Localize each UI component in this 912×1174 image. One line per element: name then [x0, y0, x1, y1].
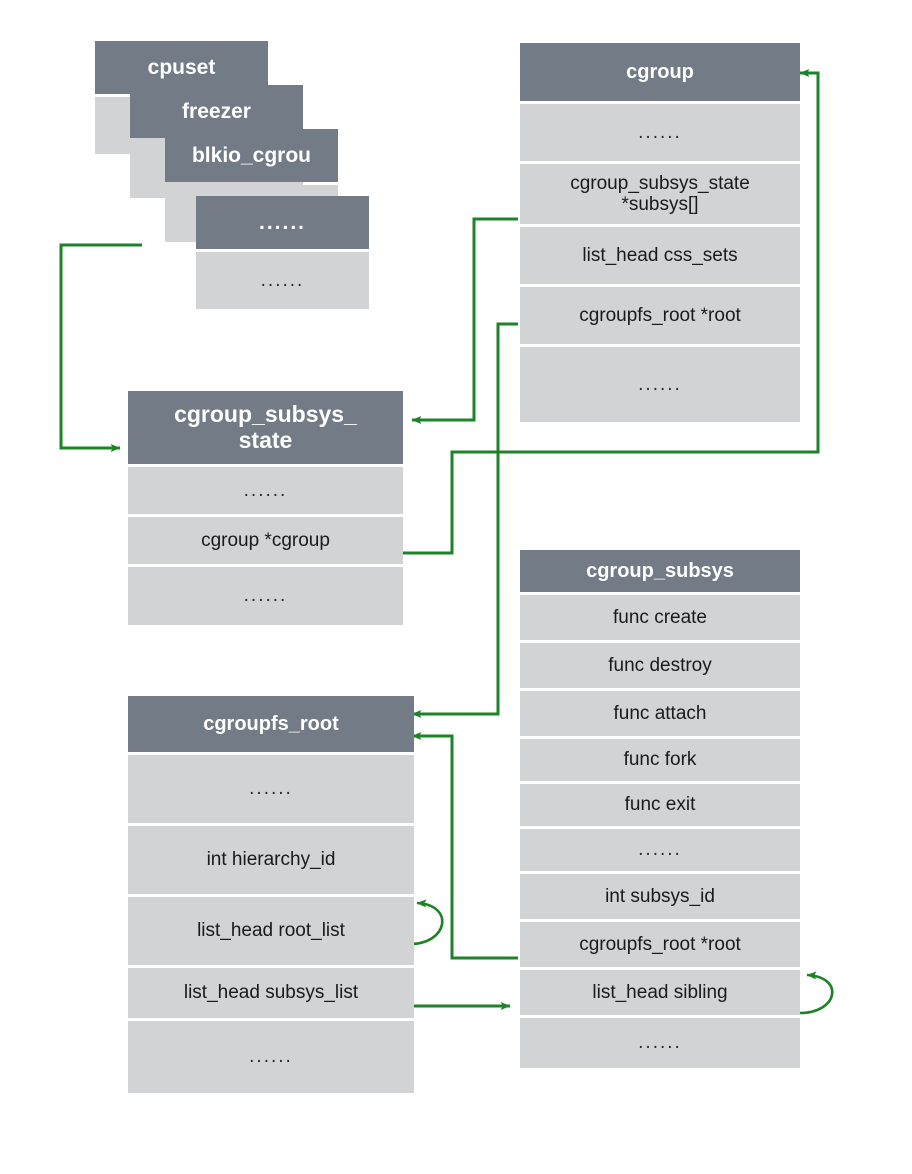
struct-cgroup-field-4: ...... — [520, 347, 800, 422]
subsystem-card-title: blkio_cgrou — [165, 129, 338, 182]
struct-css-field-cgroup: cgroup *cgroup — [128, 517, 403, 564]
struct-cgroup-subsys-field-destroy: func destroy — [520, 643, 800, 688]
struct-cgroupfs-root-field-hierarchy-id: int hierarchy_id — [128, 826, 414, 894]
struct-cgroup-subsys-field-create: func create — [520, 595, 800, 640]
struct-cgroup-subsys-field-fork: func fork — [520, 739, 800, 781]
struct-cgroup-subsys-field-root: cgroupfs_root *root — [520, 922, 800, 967]
struct-css-field-2: ...... — [128, 567, 403, 625]
struct-cgroup-subsys-field-9: ...... — [520, 1018, 800, 1068]
struct-cgroup-field-root: cgroupfs_root *root — [520, 287, 800, 344]
struct-cgroup-field-0: ...... — [520, 104, 800, 161]
struct-cgroup-subsys[interactable]: cgroup_subsys func create func destroy f… — [520, 550, 800, 1071]
struct-cgroup-subsys-state[interactable]: cgroup_subsys_ state ...... cgroup *cgro… — [128, 391, 403, 628]
struct-cgroupfs-root-field-0: ...... — [128, 755, 414, 823]
subsystem-card-body: ...... — [196, 252, 369, 309]
struct-cgroup-subsys-field-subsys-id: int subsys_id — [520, 874, 800, 919]
struct-cgroupfs-root-field-root-list: list_head root_list — [128, 897, 414, 965]
struct-cgroup-subsys-field-attach: func attach — [520, 691, 800, 736]
subsystem-card-title: ...... — [196, 196, 369, 249]
struct-cgroup-field-css-sets: list_head css_sets — [520, 227, 800, 284]
struct-cgroup-subsys-field-sibling: list_head sibling — [520, 970, 800, 1015]
wire-sibling-self-loop — [799, 971, 834, 1015]
wire-subsys-root-to-cgroupfs-root — [411, 732, 518, 960]
subsystem-card-more[interactable]: ...... ...... — [196, 196, 369, 312]
wire-root-list-self-loop — [409, 899, 444, 946]
struct-cgroup-field-subsys: cgroup_subsys_state *subsys[] — [520, 164, 800, 224]
struct-cgroup-subsys-field-exit: func exit — [520, 784, 800, 826]
struct-cgroupfs-root-title: cgroupfs_root — [128, 696, 414, 752]
struct-css-field-0: ...... — [128, 467, 403, 514]
struct-cgroup-subsys-field-5: ...... — [520, 829, 800, 871]
struct-cgroupfs-root[interactable]: cgroupfs_root ...... int hierarchy_id li… — [128, 696, 414, 1096]
struct-cgroup-title: cgroup — [520, 43, 800, 101]
struct-cgroup-subsys-title: cgroup_subsys — [520, 550, 800, 592]
wire-cgroup-root-to-cgroupfs-root — [411, 322, 518, 718]
struct-css-title: cgroup_subsys_ state — [128, 391, 403, 464]
struct-cgroupfs-root-field-4: ...... — [128, 1021, 414, 1093]
struct-cgroup[interactable]: cgroup ...... cgroup_subsys_state *subsy… — [520, 43, 800, 425]
struct-cgroupfs-root-field-subsys-list: list_head subsys_list — [128, 968, 414, 1018]
wire-subsys-array-to-css — [411, 217, 518, 424]
